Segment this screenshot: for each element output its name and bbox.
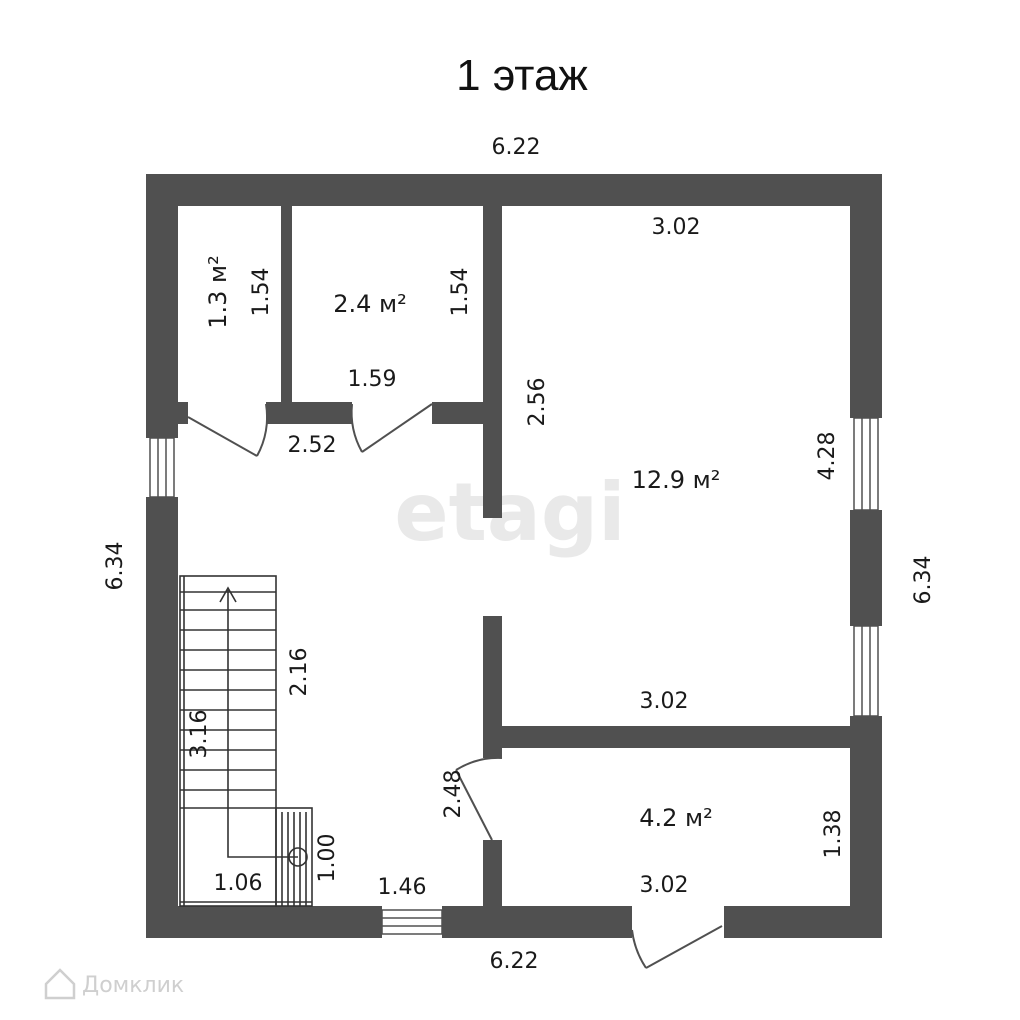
dim-small-room-right: 1.38 [821, 810, 846, 859]
door-room-a [187, 403, 269, 457]
interior-walls [178, 206, 850, 906]
dim-top-outer: 6.22 [492, 135, 541, 160]
dim-small-room-bottom: 3.02 [640, 873, 689, 898]
domclick-logo: Домклик [44, 968, 184, 1000]
area-room-b: 2.4 м² [333, 290, 407, 318]
door-room-b [350, 403, 433, 453]
dim-right-outer: 6.34 [911, 556, 936, 605]
window-left [149, 437, 175, 498]
dim-room-a-height: 1.54 [249, 268, 274, 317]
window-right-upper [853, 417, 879, 511]
dim-big-room-bottom: 3.02 [640, 689, 689, 714]
dim-stair-left: 3.16 [187, 710, 212, 759]
dim-door-width: 2.48 [441, 770, 466, 819]
dim-big-room-top: 3.02 [652, 215, 701, 240]
dim-big-room-left: 2.56 [525, 378, 550, 427]
area-small-room: 4.2 м² [639, 804, 713, 832]
window-right-lower [853, 625, 879, 717]
dim-room-b-height: 1.54 [448, 268, 473, 317]
brand-name: Домклик [82, 973, 184, 998]
dim-left-outer: 6.34 [103, 542, 128, 591]
dim-bottom-outer: 6.22 [490, 949, 539, 974]
house-icon [44, 968, 76, 1000]
door-entrance [631, 925, 723, 969]
dim-big-room-right: 4.28 [815, 432, 840, 481]
door-small-room [455, 756, 503, 841]
dim-stair-bottom: 1.06 [214, 871, 263, 896]
dim-stair-right: 2.16 [287, 648, 312, 697]
watermark-logo: etagi [394, 466, 625, 559]
area-room-a: 1.3 м² [204, 255, 232, 329]
dim-hall-width: 2.52 [288, 433, 337, 458]
area-big-room: 12.9 м² [632, 466, 721, 494]
exterior-walls [146, 174, 882, 938]
dim-hall-bottom: 1.46 [378, 875, 427, 900]
floor-title: 1 этаж [456, 51, 588, 100]
window-bottom [381, 909, 443, 935]
dim-room-b-width: 1.59 [348, 367, 397, 392]
dim-stair-landing: 1.00 [315, 834, 340, 883]
staircase [179, 575, 313, 907]
